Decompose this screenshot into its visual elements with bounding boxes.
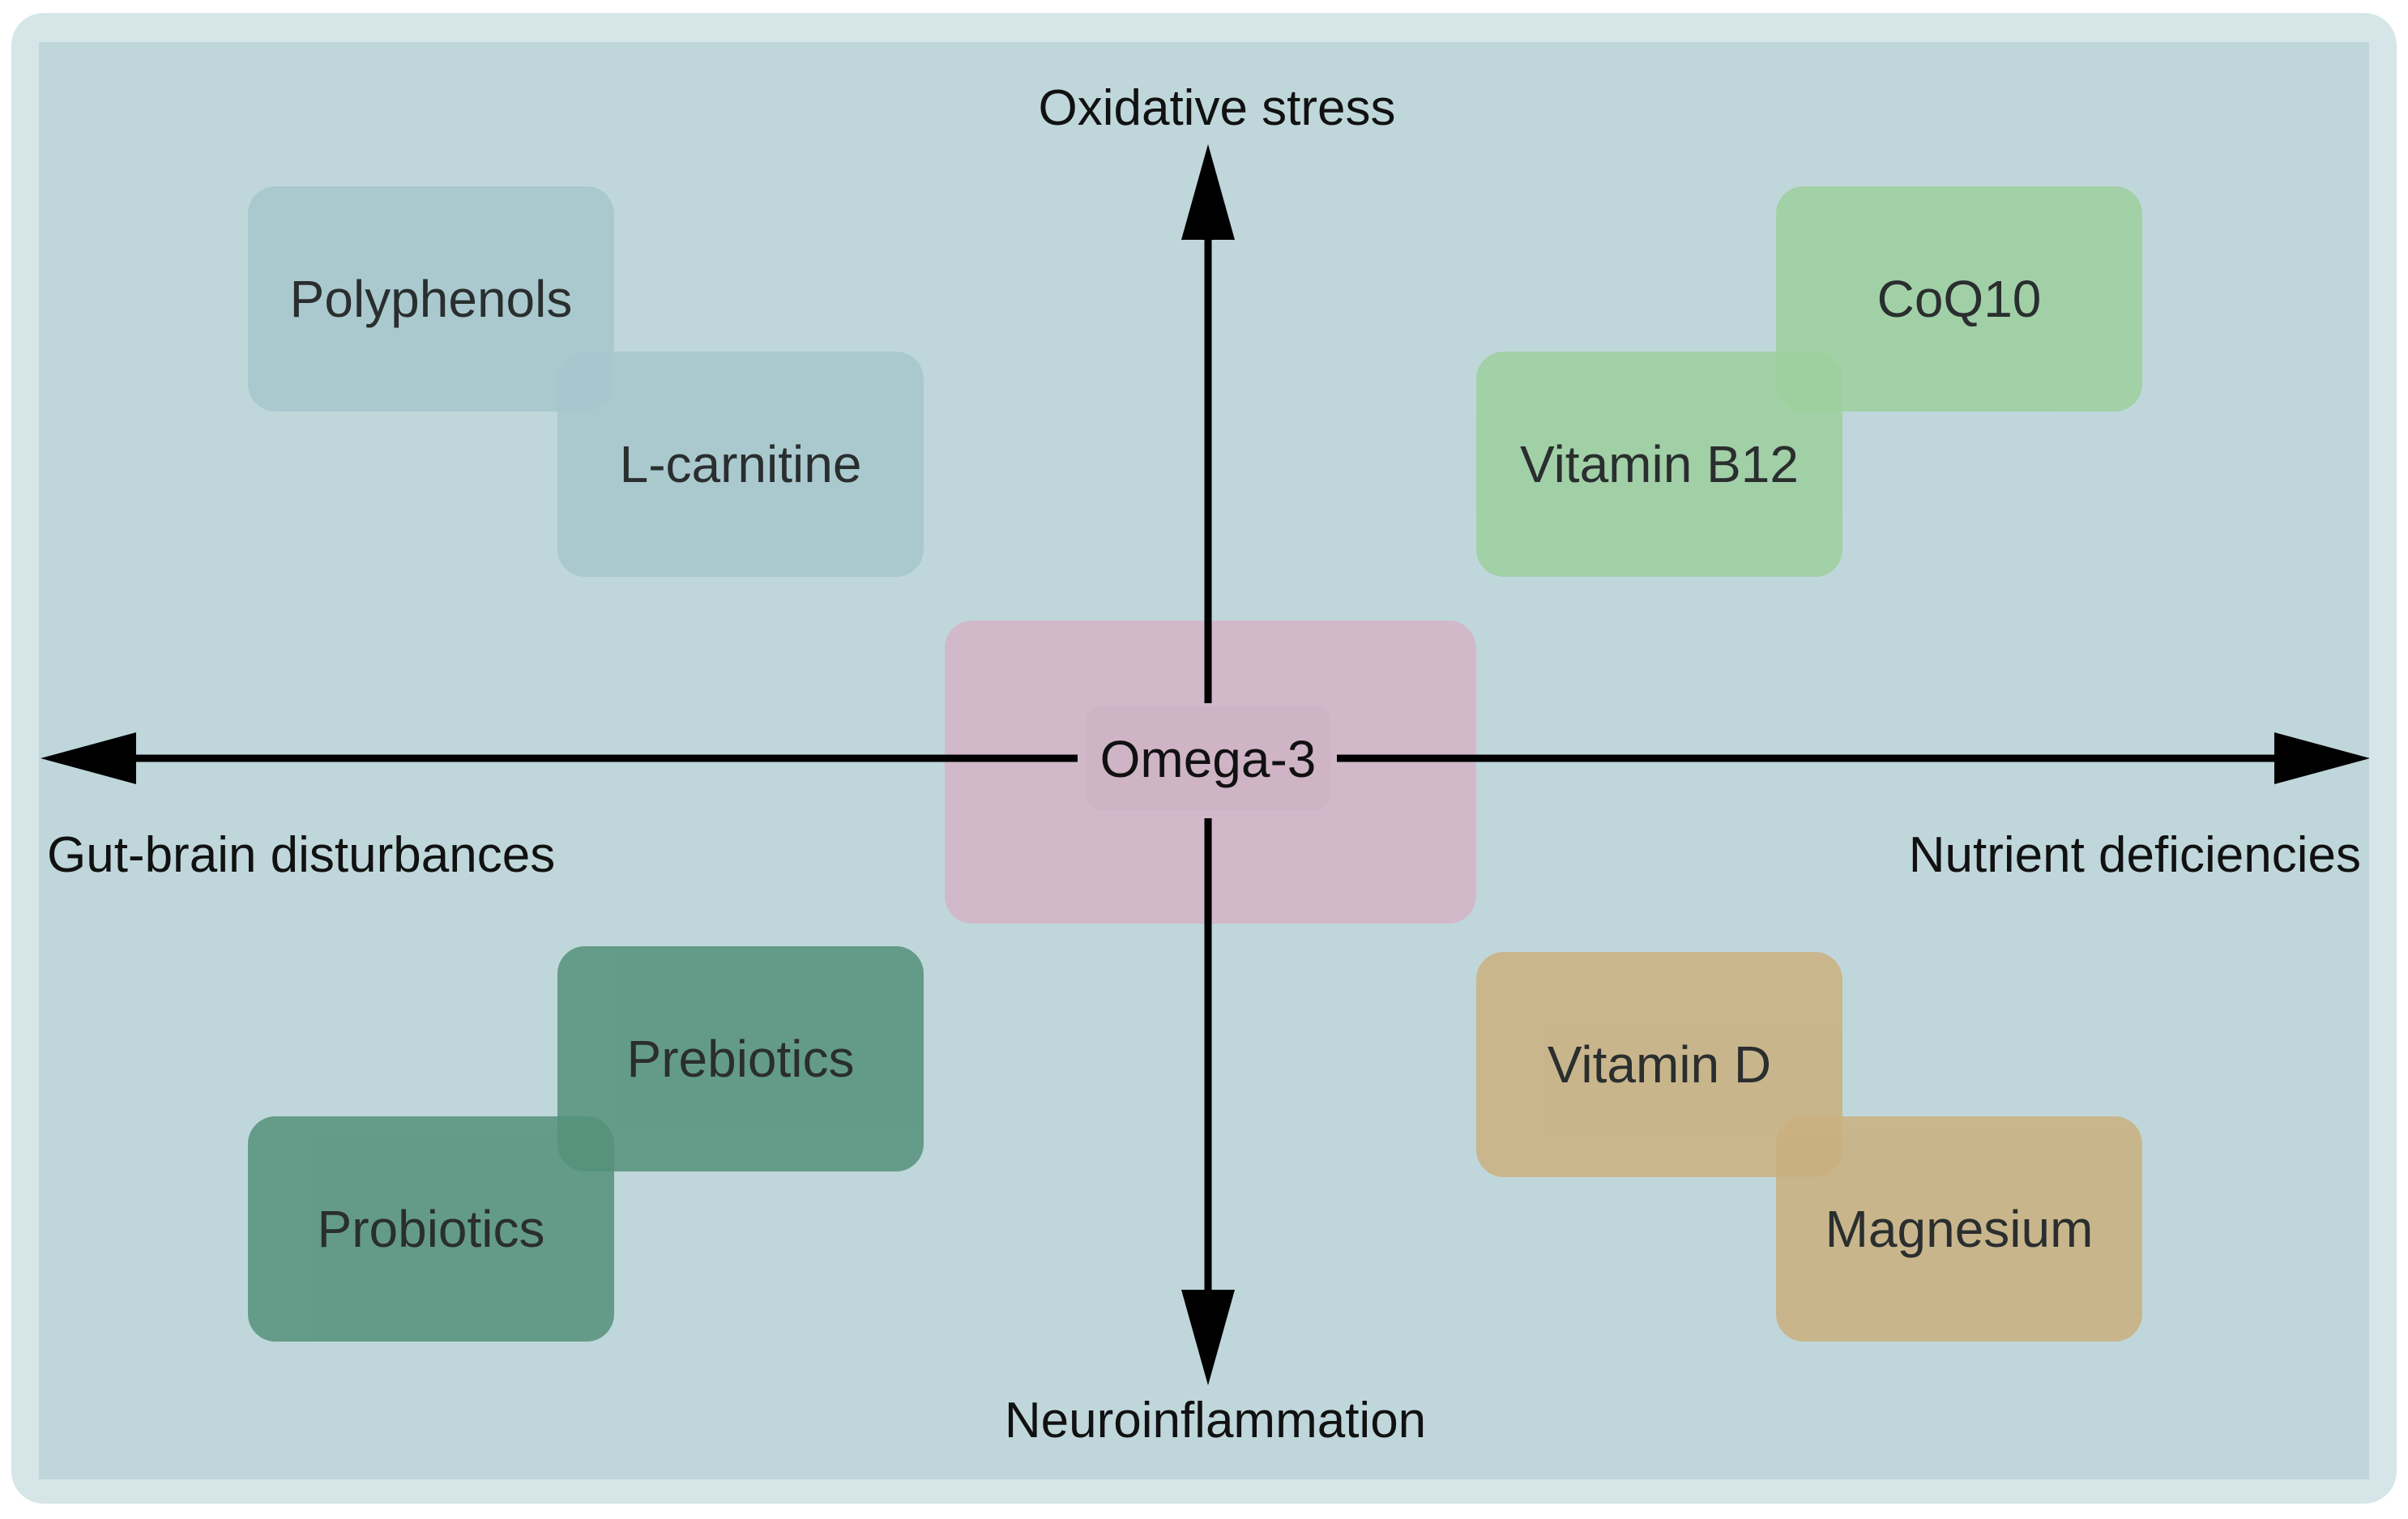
center-label: Omega-3	[1086, 729, 1330, 789]
prebiotics-box: Prebiotics	[557, 946, 924, 1171]
probiotics-label: Probiotics	[317, 1200, 545, 1258]
probiotics-box: Probiotics	[248, 1116, 614, 1342]
magnesium-box: Magnesium	[1776, 1116, 2142, 1342]
coq10-label: CoQ10	[1876, 270, 2042, 328]
l-carnitine-label: L-carnitine	[619, 435, 862, 493]
magnesium-label: Magnesium	[1825, 1200, 2094, 1258]
omega-3-label-backing	[1086, 706, 1330, 810]
vitamin-b12-label: Vitamin B12	[1520, 435, 1799, 493]
polyphenols-box: Polyphenols	[248, 186, 614, 412]
arrow-up-icon	[1181, 144, 1235, 240]
arrow-down-icon	[1181, 1290, 1235, 1385]
arrow-right-icon	[2274, 732, 2370, 784]
vitamin-d-label: Vitamin D	[1547, 1035, 1772, 1094]
arrow-left-icon	[41, 732, 136, 784]
polyphenols-label: Polyphenols	[289, 270, 573, 328]
l-carnitine-box: L-carnitine	[557, 352, 924, 577]
vitamin-b12-box: Vitamin B12	[1476, 352, 1842, 577]
axis-label-left: Gut-brain disturbances	[47, 827, 556, 883]
prebiotics-label: Prebiotics	[626, 1030, 855, 1088]
axis-label-right: Nutrient deficiencies	[1908, 827, 2361, 883]
axis-label-top: Oxidative stress	[1038, 80, 1396, 136]
axis-label-bottom: Neuroinflammation	[1004, 1393, 1427, 1449]
omega-3-label: Omega-3	[1099, 730, 1317, 788]
